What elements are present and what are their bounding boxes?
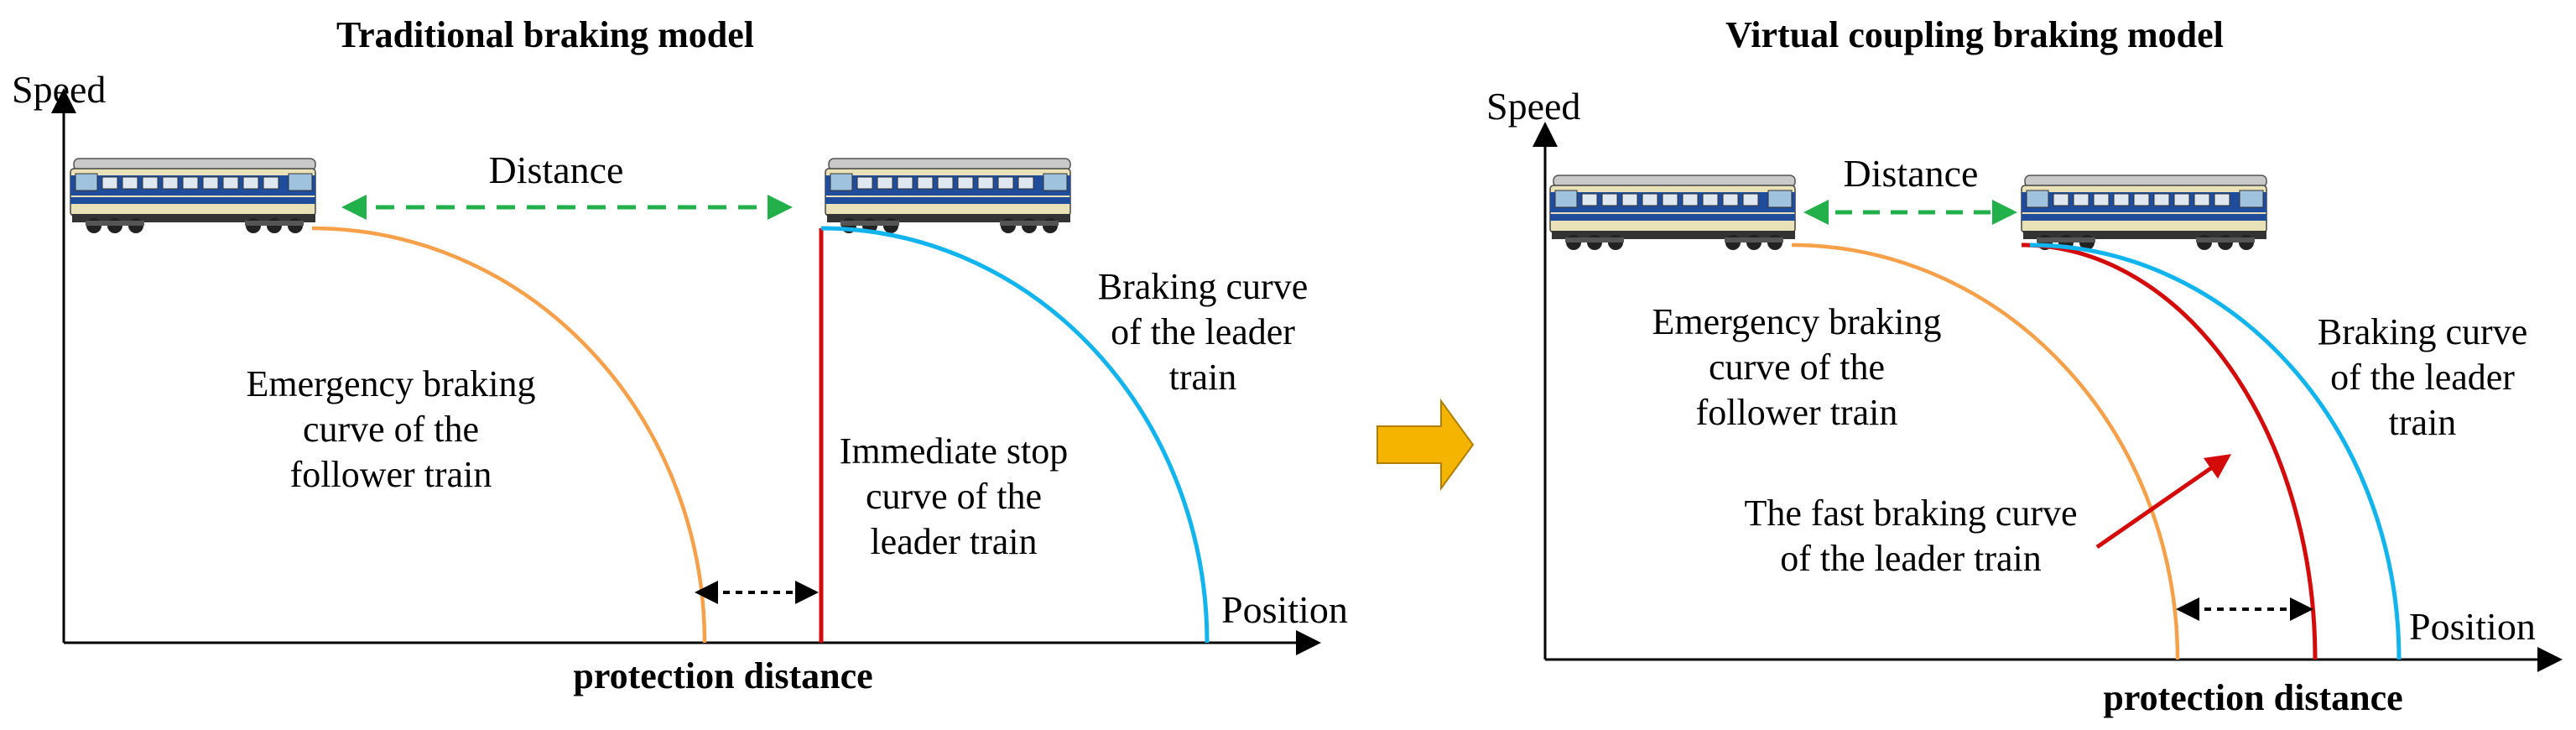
right-fast-braking-label: The fast braking curve of the leader tra…: [1744, 493, 2077, 579]
right-protection-label: protection distance: [2103, 677, 2402, 718]
left-y-axis-label: Speed: [12, 68, 106, 111]
svg-text:Braking curve: Braking curve: [1098, 266, 1308, 307]
right-panel-title: Virtual coupling braking model: [1725, 14, 2224, 55]
right-x-axis-label: Position: [2409, 605, 2536, 648]
svg-text:curve of the: curve of the: [303, 409, 479, 450]
left-distance-label: Distance: [489, 149, 624, 191]
right-follower-braking-curve: [1791, 242, 2180, 660]
svg-text:Immediate stop: Immediate stop: [840, 430, 1069, 472]
left-protection-label: protection distance: [573, 655, 872, 696]
svg-text:train: train: [2389, 402, 2457, 443]
right-arrow-icon: [1376, 398, 1475, 492]
svg-text:train: train: [1169, 357, 1237, 398]
svg-text:Emergency braking: Emergency braking: [1652, 301, 1942, 342]
svg-text:of the leader train: of the leader train: [1780, 538, 2042, 579]
left-leader-curve-label: Braking curve of the leader train: [1098, 266, 1308, 398]
follower-train-icon: [70, 158, 316, 234]
right-fast-braking-curve: [2021, 242, 2318, 660]
right-follower-train-icon: [1549, 175, 1796, 251]
svg-text:of the leader: of the leader: [2330, 357, 2515, 398]
right-leader-train-icon: [2021, 175, 2267, 251]
left-leader-braking-curve: [820, 226, 1210, 644]
right-distance-label: Distance: [1844, 152, 1979, 195]
left-x-axis-label: Position: [1221, 588, 1348, 631]
svg-text:Emergency braking: Emergency braking: [247, 363, 536, 404]
svg-text:curve of the: curve of the: [1709, 347, 1885, 388]
fast-braking-pointer-arrow: [2095, 454, 2232, 550]
left-immediate-stop-label: Immediate stop curve of the leader train: [840, 430, 1069, 562]
svg-text:of the leader: of the leader: [1111, 311, 1295, 352]
svg-text:follower train: follower train: [290, 454, 492, 495]
svg-text:follower train: follower train: [1696, 392, 1898, 433]
svg-text:Braking curve: Braking curve: [2318, 311, 2527, 352]
right-y-axis-label: Speed: [1486, 85, 1580, 128]
svg-text:curve of the: curve of the: [866, 476, 1042, 517]
right-leader-braking-curve: [2029, 242, 2402, 660]
left-follower-braking-curve: [311, 226, 707, 644]
svg-text:The fast braking curve: The fast braking curve: [1744, 493, 2077, 534]
left-emergency-curve-label: Emergency braking curve of the follower …: [247, 363, 536, 495]
leader-train-icon: [825, 158, 1071, 234]
left-panel-title: Traditional braking model: [336, 14, 754, 55]
right-panel: Virtual coupling braking model Speed Pos…: [1486, 14, 2563, 718]
right-emergency-curve-label: Emergency braking curve of the follower …: [1652, 301, 1942, 433]
right-leader-curve-label: Braking curve of the leader train: [2318, 311, 2527, 443]
left-panel: Traditional braking model Speed Position…: [12, 14, 1348, 696]
svg-text:leader train: leader train: [870, 521, 1037, 562]
